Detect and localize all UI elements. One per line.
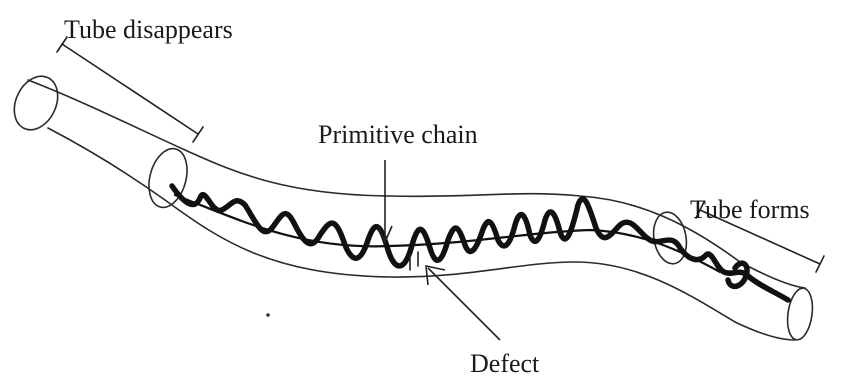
tube-right-end — [784, 287, 815, 342]
stray-dot — [266, 313, 270, 317]
primitive-chain-arrow — [378, 160, 392, 242]
defect-arrow — [426, 266, 500, 340]
label-tube-forms: Tube forms — [690, 195, 810, 224]
label-defect: Defect — [470, 349, 540, 378]
label-tube-disappears: Tube disappears — [64, 15, 233, 44]
label-primitive-chain: Primitive chain — [318, 120, 478, 149]
tube-lower-wall — [48, 128, 795, 340]
tube-disappears-bracket — [57, 37, 203, 142]
tube-left-end — [6, 69, 66, 137]
